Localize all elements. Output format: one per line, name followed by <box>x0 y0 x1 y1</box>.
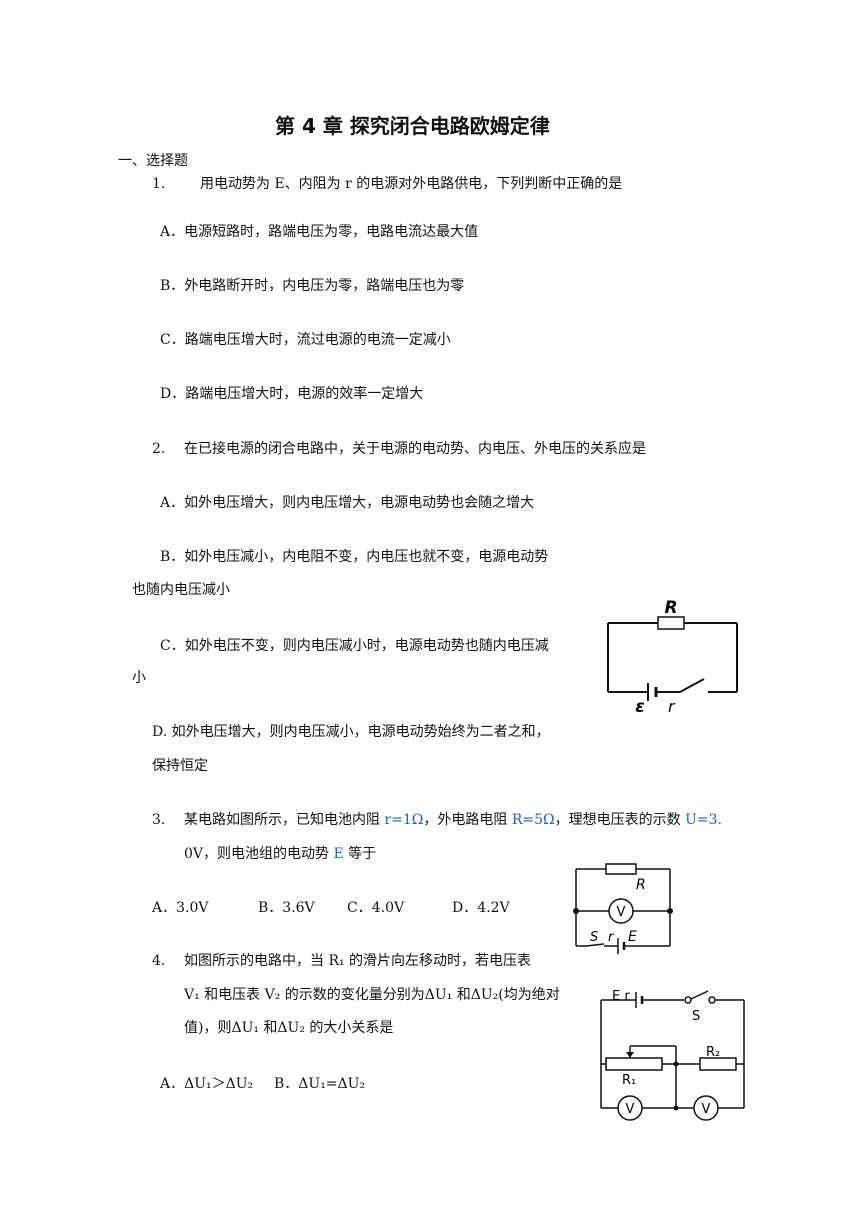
fig3-voltmeter1-label: V <box>626 1102 635 1117</box>
q1-option-a: A．电源短路时，路端电压为零，电路电流达最大值 <box>160 224 479 240</box>
circuit-diagram-q3: R V S r E <box>573 863 673 954</box>
q1-option-b: B．外电路断开时，内电压为零，路端电压也为零 <box>160 278 465 294</box>
circuit-diagram-q4: E r S R₁ R₂ V V <box>600 989 745 1121</box>
fig1-emf-label: ε <box>635 697 644 717</box>
q4-stem-line3: 值)，则ΔU₁ 和ΔU₂ 的大小关系是 <box>184 1020 394 1036</box>
fig2-internal-resistance-label: r <box>608 930 615 945</box>
q3-number: 3. <box>152 812 166 828</box>
q2-option-b-line1: B．如外电压减小，内电阻不变，内电压也就不变，电源电动势 <box>160 549 549 565</box>
q3-external-resistance: R=5Ω <box>511 812 555 828</box>
q2-option-c-line2: 小 <box>132 670 146 686</box>
q1-option-c: C．路端电压增大时，流过电源的电流一定减小 <box>160 332 451 348</box>
fig3-r1-label: R₁ <box>622 1073 636 1088</box>
fig1-resistor-label: R <box>664 598 677 618</box>
q3-option-c: C．4.0V <box>347 900 405 916</box>
fig2-resistor-label: R <box>636 877 646 893</box>
q3-voltage-cont: 0V <box>184 846 204 862</box>
q3-text-5: 等于 <box>343 846 377 862</box>
q4-option-b: B．ΔU₁=ΔU₂ <box>274 1076 366 1092</box>
q3-stem-line2: 0V，则电池组的电动势 E 等于 <box>184 844 376 864</box>
q3-internal-resistance: r=1Ω <box>384 812 424 828</box>
q4-stem-line2: V₁ 和电压表 V₂ 的示数的变化量分别为ΔU₁ 和ΔU₂(均为绝对 <box>184 987 560 1003</box>
q2-option-d-line1: D. 如外电压增大，则内电压减小，电源电动势始终为二者之和， <box>152 724 550 740</box>
page-title: 第 4 章 探究闭合电路欧姆定律 <box>275 114 550 138</box>
q3-text-2: ，外电路电阻 <box>423 812 512 828</box>
q1-stem: 用电动势为 E、内阻为 r 的电源对外电路供电，下列判断中正确的是 <box>200 176 623 192</box>
fig3-source-label: E r <box>612 989 630 1004</box>
fig3-switch-label: S <box>692 1009 700 1024</box>
q2-stem: 在已接电源的闭合电路中，关于电源的电动势、内电压、外电压的关系应是 <box>184 441 646 457</box>
q4-option-a: A．ΔU₁＞ΔU₂ <box>160 1076 254 1092</box>
q2-option-b-line2: 也随内电压减小 <box>132 582 230 598</box>
fig3-r2-label: R₂ <box>706 1045 720 1060</box>
q2-option-d-line2: 保持恒定 <box>152 758 208 774</box>
q4-number: 4. <box>152 953 166 969</box>
q4-stem-line1: 如图所示的电路中，当 R₁ 的滑片向左移动时，若电压表 <box>184 953 532 969</box>
fig1-internal-resistance-label: r <box>668 697 676 716</box>
q3-option-d: D．4.2V <box>452 900 510 916</box>
q3-voltage: U=3. <box>685 812 722 828</box>
circuit-diagram-q2: R ε r <box>607 598 738 717</box>
q1-number: 1. <box>152 176 166 192</box>
q3-text-3: ，理想电压表的示数 <box>554 812 686 828</box>
fig3-voltmeter2-label: V <box>702 1102 711 1117</box>
q2-option-a: A．如外电压增大，则内电压增大，电源电动势也会随之增大 <box>160 495 535 511</box>
q3-text-1: 某电路如图所示，已知电池内阻 <box>184 812 385 828</box>
q2-option-c-line1: C．如外电压不变，则内电压减小时，电源电动势也随内电压减 <box>160 638 549 654</box>
q3-text-4: ，则电池组的电动势 <box>203 846 334 862</box>
fig2-switch-label: S <box>590 930 598 945</box>
section-heading: 一、选择题 <box>118 153 188 169</box>
q3-stem-line1: 某电路如图所示，已知电池内阻 r=1Ω，外电路电阻 R=5Ω，理想电压表的示数 … <box>184 810 722 830</box>
q3-option-b: B．3.6V <box>258 900 315 916</box>
q1-option-d: D．路端电压增大时，电源的效率一定增大 <box>160 386 424 402</box>
q3-emf: E <box>333 846 344 862</box>
q2-number: 2. <box>152 441 166 457</box>
fig2-emf-label: E <box>628 929 637 945</box>
fig2-voltmeter-label: V <box>617 905 626 920</box>
q3-option-a: A．3.0V <box>152 900 209 916</box>
